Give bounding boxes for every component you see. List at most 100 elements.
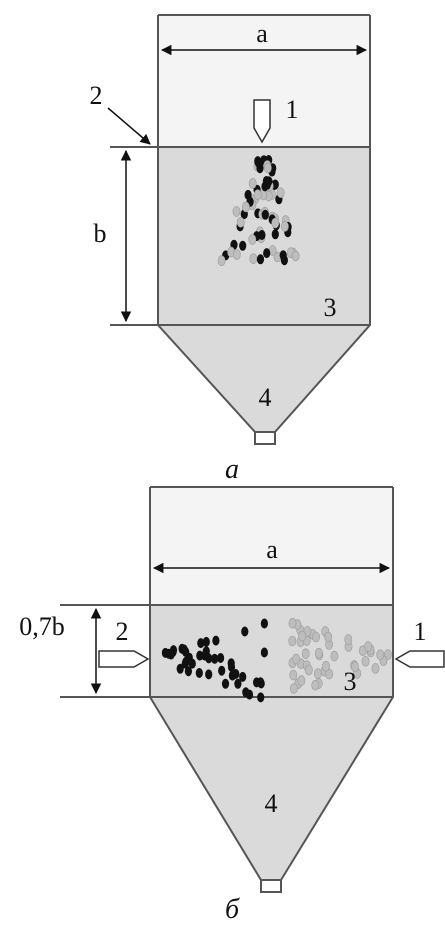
dark-particle	[188, 658, 196, 669]
label-nozzle-right: 1	[414, 617, 427, 646]
light-particle	[361, 655, 370, 667]
dark-particle	[245, 689, 254, 700]
dark-particle	[182, 656, 190, 667]
dark-particle	[253, 677, 261, 688]
dark-particle	[176, 663, 184, 674]
particle	[280, 255, 288, 266]
dark-particle	[202, 636, 210, 647]
cone-zone-b	[150, 697, 393, 880]
light-particle	[376, 649, 385, 661]
label-nozzle-left: 2	[116, 617, 129, 646]
caption-a: а	[225, 454, 239, 485]
dark-particle-cloud	[161, 618, 268, 703]
particle-plume	[217, 155, 300, 267]
outlet	[254, 431, 276, 445]
light-particle	[288, 635, 297, 647]
dark-particle	[205, 669, 213, 680]
light-particle	[301, 648, 310, 660]
particle	[249, 253, 258, 265]
surface-pointer-arrow	[107, 107, 151, 145]
particle	[217, 255, 226, 267]
particle	[271, 229, 279, 240]
left-nozzle-icon	[98, 650, 150, 668]
light-particle	[289, 669, 298, 681]
particle	[253, 189, 262, 200]
nozzle-icon	[253, 99, 271, 144]
label-chamber: 3	[324, 293, 337, 322]
right-nozzle-icon	[394, 650, 445, 668]
light-particle	[312, 631, 320, 643]
light-particle	[324, 631, 333, 643]
label-chamber-b: 3	[344, 667, 357, 696]
caption-b: б	[225, 894, 240, 925]
dark-particle	[217, 653, 225, 663]
light-particle	[288, 617, 297, 629]
outlet-b	[260, 879, 282, 893]
dark-particle	[234, 678, 242, 689]
particle	[248, 178, 257, 189]
light-particle	[344, 634, 353, 645]
dark-particle	[227, 662, 236, 672]
particle	[254, 157, 262, 168]
figure-b: a 0,7b 2 1 3 4 б	[19, 486, 445, 925]
particle	[239, 240, 247, 251]
cone-zone	[158, 325, 370, 432]
figure-a: a b 2 1 3 4 а	[90, 14, 371, 485]
label-surface: 2	[90, 81, 103, 110]
dark-particle	[197, 638, 205, 649]
particle	[256, 254, 265, 265]
dark-particle	[184, 666, 192, 677]
dark-particle	[212, 635, 220, 646]
dark-particle	[257, 692, 265, 703]
liquid-zone-b	[150, 605, 393, 697]
dark-particle	[195, 668, 203, 678]
light-particle	[298, 630, 307, 642]
particle	[232, 249, 241, 260]
light-particle	[350, 661, 359, 673]
particle	[261, 209, 269, 220]
light-particle	[314, 647, 323, 659]
dim-label-a: a	[256, 19, 268, 48]
light-particle	[371, 663, 380, 674]
label-cone-b: 4	[265, 789, 278, 818]
label-cone: 4	[259, 383, 272, 412]
dark-particle	[218, 665, 226, 676]
dark-particle	[241, 626, 249, 637]
dark-particle	[182, 647, 190, 657]
dark-particle	[260, 647, 268, 658]
dark-particle	[232, 669, 240, 679]
dark-particle	[221, 678, 230, 689]
particle	[276, 187, 285, 198]
dim-label-07b: 0,7b	[19, 612, 65, 641]
light-particle	[297, 675, 306, 686]
label-nozzle: 1	[286, 95, 299, 124]
particle	[236, 217, 245, 228]
light-particle-cloud	[288, 617, 392, 694]
light-particle	[330, 650, 339, 662]
dark-particle	[167, 649, 175, 660]
dim-label-a-b: a	[266, 535, 278, 564]
particle	[263, 248, 271, 259]
dark-particle	[196, 650, 204, 661]
dark-particle	[161, 647, 169, 658]
particle	[263, 179, 271, 190]
particle	[291, 250, 300, 262]
light-particle	[313, 668, 322, 679]
particle	[271, 217, 280, 229]
dark-particle	[260, 618, 268, 629]
particle	[241, 201, 250, 213]
upper-zone-b	[150, 487, 393, 605]
dark-particle	[211, 653, 219, 664]
dim-label-b: b	[94, 219, 107, 248]
particle	[232, 206, 241, 217]
particle	[263, 162, 272, 174]
light-particle	[311, 679, 320, 691]
light-particle	[304, 664, 313, 676]
light-particle	[292, 653, 300, 665]
light-particle	[289, 683, 298, 694]
particle	[280, 221, 289, 232]
light-particle	[364, 641, 373, 652]
light-particle	[322, 660, 330, 672]
